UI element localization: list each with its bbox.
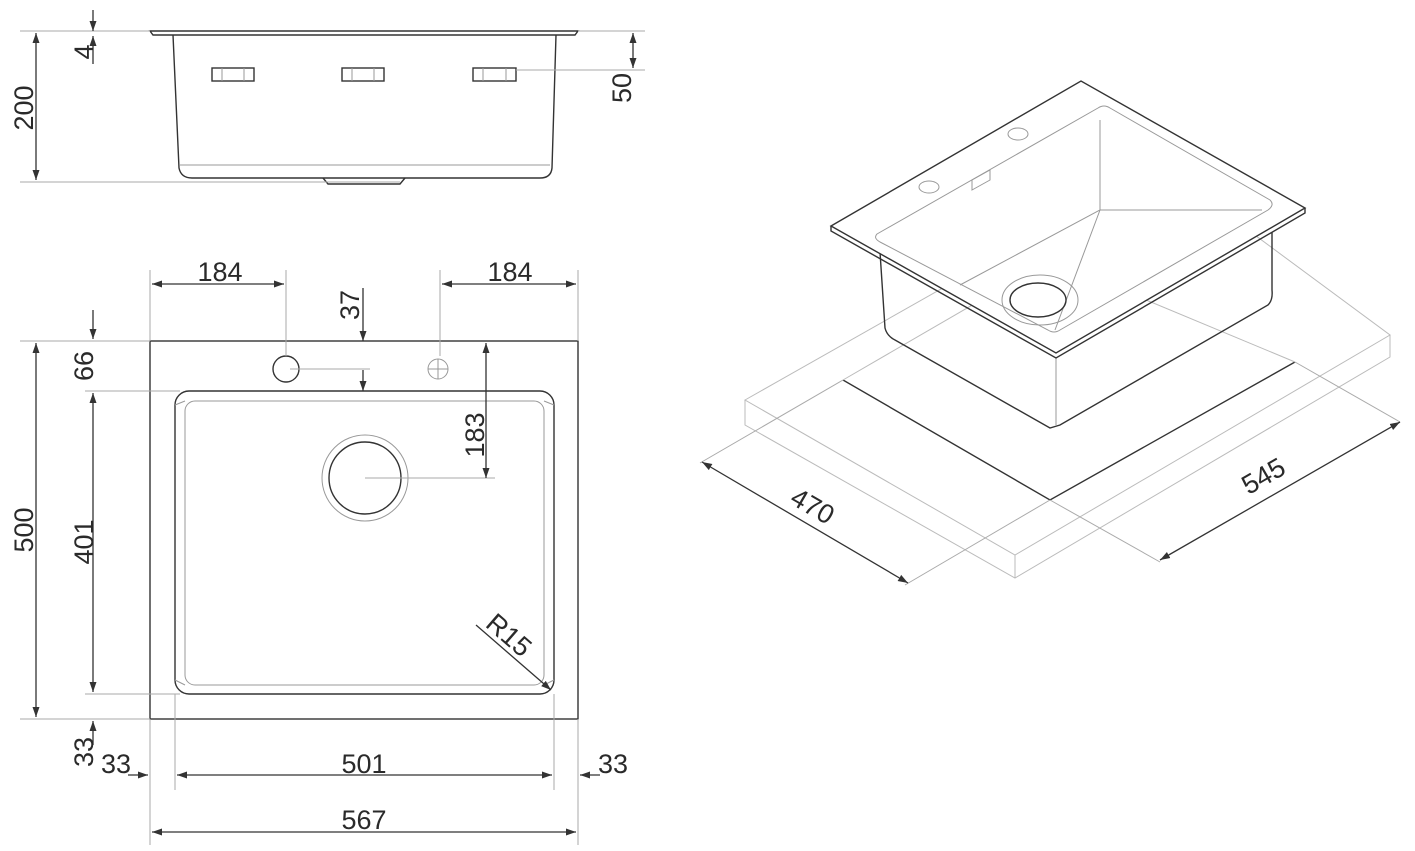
dim-drain-offset: 183 <box>460 412 490 457</box>
dim-cutout-depth: 470 <box>785 482 839 531</box>
dim-bowl-width: 501 <box>341 749 386 779</box>
sink-rim <box>829 80 1307 359</box>
dim-cutout-width: 545 <box>1236 452 1290 501</box>
isometric-view: 470 545 <box>699 80 1401 586</box>
mounting-clips <box>211 67 517 82</box>
top-view: 184 184 37 66 500 401 183 R15 33 33 501 … <box>9 257 628 845</box>
dim-top-margin: 66 <box>69 351 99 381</box>
dim-right-margin: 33 <box>598 749 628 779</box>
sink-body <box>879 232 1273 429</box>
dim-left-tap: 184 <box>197 257 242 287</box>
dim-right-tap: 184 <box>487 257 532 287</box>
side-view: 200 4 50 <box>9 10 645 185</box>
dim-overall-depth: 500 <box>9 507 39 552</box>
dim-tap-to-bowl: 37 <box>335 290 365 320</box>
dim-bottom-margin: 33 <box>69 737 99 767</box>
dim-height: 200 <box>9 85 39 130</box>
dim-rim-thickness: 4 <box>69 44 99 59</box>
dim-bowl-depth: 401 <box>69 519 99 564</box>
dim-left-margin: 33 <box>101 749 131 779</box>
dim-corner-radius: R15 <box>480 608 537 663</box>
dim-overall-width: 567 <box>341 805 386 835</box>
dim-clip-offset: 50 <box>607 73 637 103</box>
